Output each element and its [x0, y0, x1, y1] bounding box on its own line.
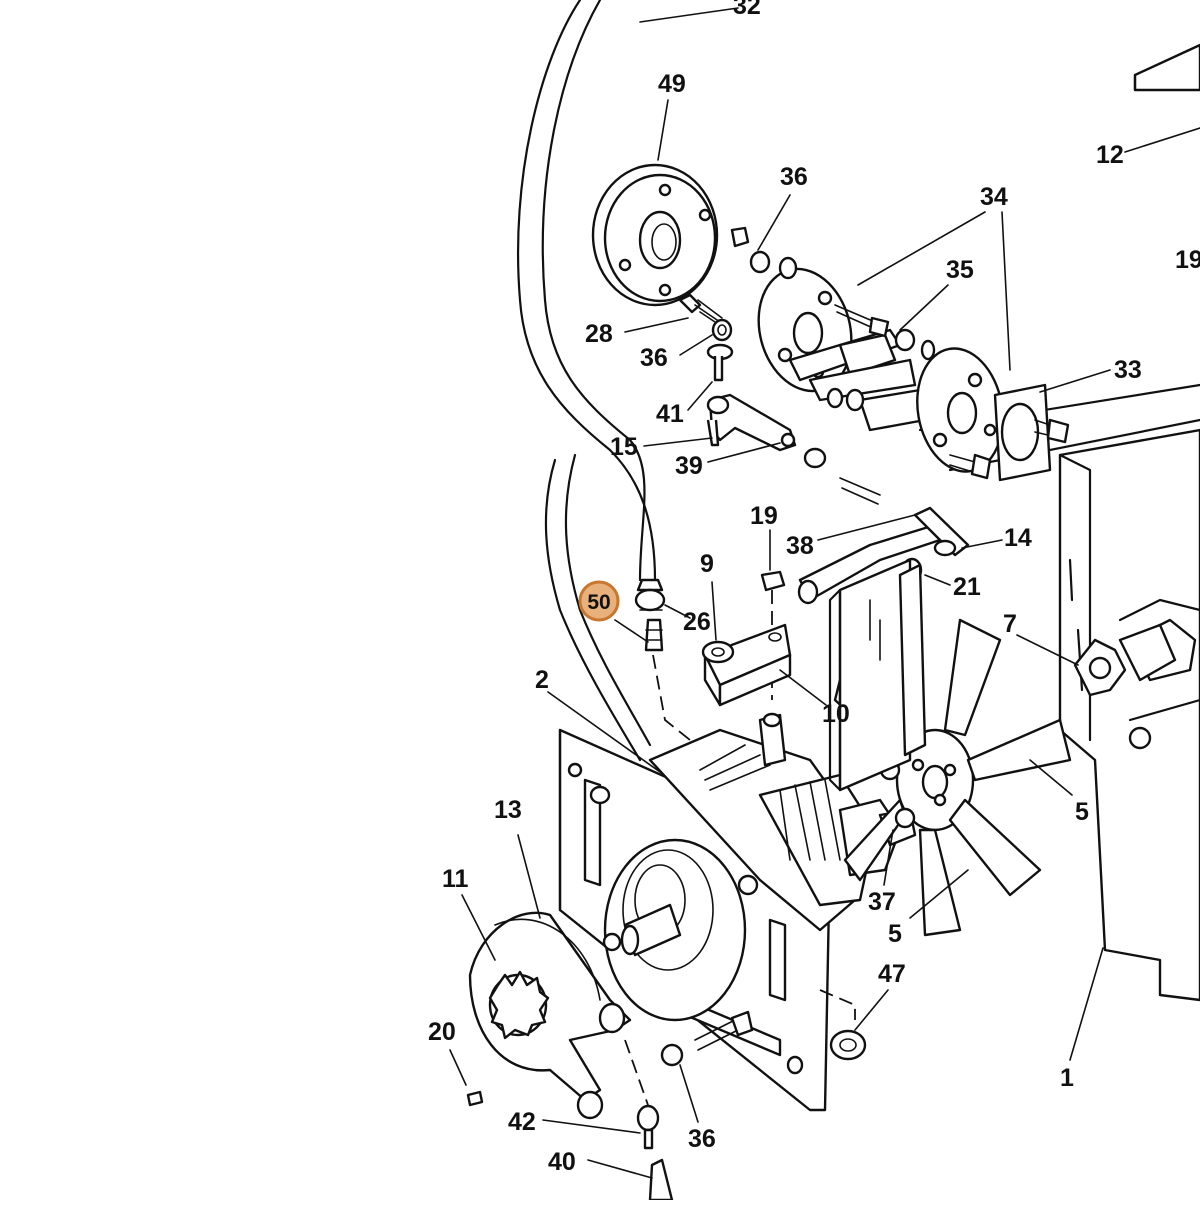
callout-36-top[interactable]: 36 — [780, 163, 808, 191]
hub-plate-34 — [757, 267, 927, 432]
leader-lines — [449, 7, 1200, 1179]
callout-47[interactable]: 47 — [878, 960, 906, 988]
bracket-14 — [828, 558, 927, 792]
callout-1[interactable]: 1 — [1060, 1064, 1074, 1092]
callout-2[interactable]: 2 — [535, 666, 549, 694]
washer-36-a — [711, 318, 733, 342]
callout-36-bottom[interactable]: 36 — [688, 1125, 716, 1153]
callout-28[interactable]: 28 — [585, 320, 613, 348]
callout-15[interactable]: 15 — [610, 433, 638, 461]
key-20 — [466, 1090, 484, 1107]
callout-12[interactable]: 11 — [442, 865, 469, 893]
callout-42[interactable]: 42 — [508, 1108, 536, 1136]
link-42 — [624, 1039, 660, 1150]
callout-19-right[interactable]: 19 — [1175, 246, 1200, 274]
callout-36-mid[interactable]: 36 — [640, 344, 668, 372]
lever-15 — [706, 393, 797, 452]
callout-41[interactable]: 41 — [656, 400, 684, 428]
pin-41 — [706, 343, 734, 382]
coupler-9 — [1073, 623, 1177, 697]
callout-26[interactable]: 26 — [683, 608, 711, 636]
callout-34[interactable]: 34 — [980, 183, 1008, 211]
block-10 — [703, 623, 792, 707]
nut-35 — [894, 328, 936, 361]
bolt-34a — [834, 304, 890, 338]
callout-5[interactable]: 5 — [888, 920, 902, 948]
nut-row — [826, 387, 865, 412]
callout-50: 50 — [587, 591, 610, 614]
clamp-26 — [634, 588, 666, 612]
bolt-28 — [678, 293, 723, 323]
callout-20[interactable]: 20 — [428, 1018, 456, 1046]
callout-labels: 32 49 12 36 34 19 35 28 36 33 41 15 39 1… — [428, 0, 1200, 1176]
pulley-49 — [591, 163, 719, 307]
seal-47 — [819, 989, 867, 1061]
callout-49[interactable]: 49 — [658, 70, 686, 98]
yoke-40 — [648, 1158, 674, 1202]
callout-38[interactable]: 38 — [786, 532, 814, 560]
callout-19[interactable]: 19 — [750, 502, 778, 530]
fan-5 — [833, 618, 1072, 937]
washer-36-b — [730, 226, 798, 280]
callout-18[interactable]: 12 — [1096, 141, 1124, 169]
shaft-38 — [797, 477, 970, 605]
callout-37[interactable]: 37 — [868, 888, 896, 916]
bolt-shaft — [660, 1010, 754, 1067]
chain-cover-13 — [468, 911, 632, 1120]
callout-33[interactable]: 33 — [1114, 356, 1142, 384]
bolt-33 — [949, 418, 1070, 480]
callout-9[interactable]: 7 — [1003, 610, 1017, 638]
callout-10[interactable]: 10 — [822, 700, 850, 728]
callout-7[interactable]: 5 — [1075, 798, 1089, 826]
hub-plate-33 — [916, 347, 1052, 482]
callout-50-highlight[interactable]: 50 — [578, 580, 620, 622]
callout-39[interactable]: 39 — [675, 452, 703, 480]
callout-32[interactable]: 32 — [733, 0, 761, 20]
callout-40[interactable]: 40 — [548, 1148, 576, 1176]
callout-21[interactable]: 21 — [953, 573, 981, 601]
callout-13[interactable]: 13 — [494, 796, 522, 824]
callout-14[interactable]: 14 — [1004, 524, 1032, 552]
washer-11 — [701, 640, 735, 664]
highlight-circle — [578, 580, 620, 622]
belt-32 — [517, 0, 664, 762]
callout-35[interactable]: 35 — [946, 256, 974, 284]
callout-11[interactable]: 9 — [700, 550, 714, 578]
nut-39 — [803, 447, 827, 469]
panel-18 — [1133, 43, 1200, 92]
